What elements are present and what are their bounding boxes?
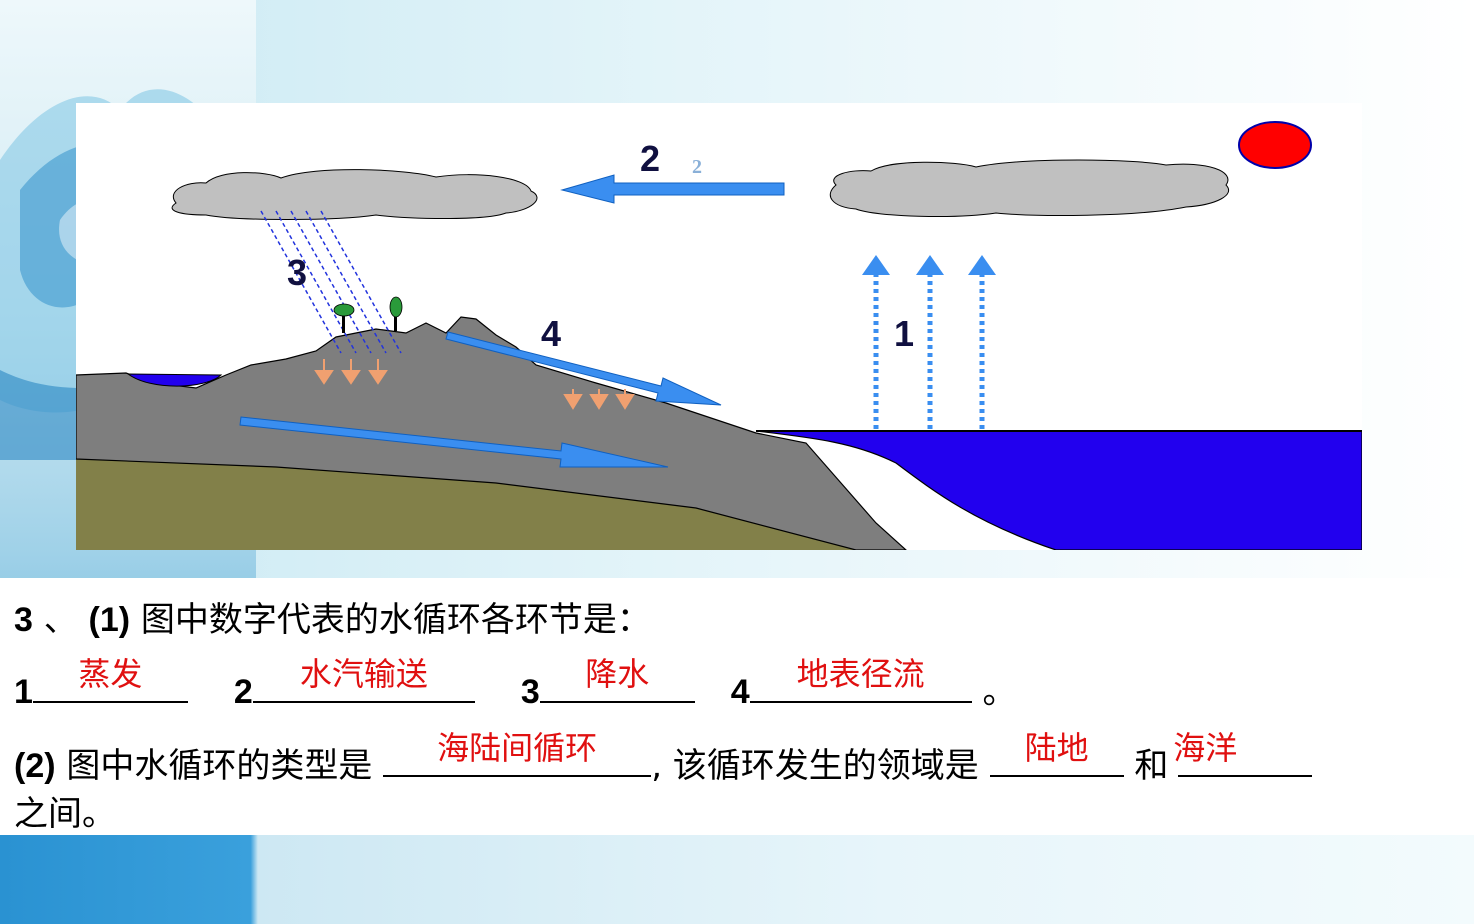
tree-icon <box>389 296 403 331</box>
end-mark: 。 <box>971 672 1017 712</box>
blank-3-number: 3 <box>520 673 540 711</box>
answer-cycle-type: 海陆间循环 <box>437 729 598 767</box>
label-4: 4 <box>541 313 561 354</box>
question-panel: 3 、 (1) 图中数字代表的水循环各环节是： 1 蒸发 2 水汽输送 3 降水 4 地表径流… <box>0 578 1474 835</box>
part-1-label: (1) <box>88 601 131 639</box>
blank-2-number: 2 <box>233 673 253 711</box>
blank-1-number: 1 <box>14 673 33 711</box>
question-line-1: 3 、 (1) 图中数字代表的水循环各环节是： <box>14 592 651 641</box>
blank-domain-ocean: 海洋 <box>1173 729 1313 777</box>
question-line-3: (2) 图中水循环的类型是 海陆间循环 , 该循环发生的领域是 陆地 和海洋 <box>14 729 1313 787</box>
label-3: 3 <box>287 252 307 293</box>
surface-runoff-arrow <box>445 331 722 406</box>
ocean <box>755 430 1362 550</box>
bedrock-layer <box>76 459 856 550</box>
background-bottom-band <box>0 835 1474 924</box>
water-cycle-diagram: 2 2 3 4 1 <box>76 103 1362 550</box>
inland-lake <box>126 373 223 387</box>
label-2: 2 <box>640 138 660 179</box>
tree-icon <box>333 303 355 333</box>
evaporation-arrows <box>862 255 996 429</box>
land-mass <box>76 316 907 550</box>
part-2-prompt-c: 和 <box>1123 746 1169 786</box>
question-number: 3 <box>14 601 33 639</box>
answer-land: 陆地 <box>1024 729 1089 767</box>
blank-4: 地表径流 <box>749 655 972 703</box>
blank-3: 降水 <box>539 655 695 703</box>
part-2-prompt-b: , 该循环发生的领域是 <box>651 746 990 786</box>
sun <box>1238 121 1312 169</box>
question-separator: 、 <box>32 600 89 640</box>
water-cycle-svg: 2 2 3 4 1 <box>76 121 1362 550</box>
blank-1: 蒸发 <box>32 655 188 703</box>
blank-4-number: 4 <box>730 673 750 711</box>
cloud-left <box>171 169 538 220</box>
answer-1: 蒸发 <box>78 655 143 693</box>
answer-ocean: 海洋 <box>1173 729 1238 767</box>
question-line-4: 之间。 <box>14 786 116 835</box>
answer-2: 水汽输送 <box>299 655 428 693</box>
part-2-prompt-a: 图中水循环的类型是 <box>55 746 384 786</box>
infiltration-arrows-right <box>563 389 635 410</box>
infiltration-arrows-left <box>314 359 388 385</box>
vapor-transport-arrow <box>560 174 785 204</box>
part-2-label: (2) <box>14 747 56 785</box>
answer-4: 地表径流 <box>796 655 925 693</box>
label-2-small: 2 <box>692 156 702 178</box>
blank-domain-land: 陆地 <box>989 729 1124 777</box>
cloud-right <box>829 159 1229 217</box>
part-2-prompt-end: 之间。 <box>14 794 116 834</box>
part-1-prompt: 图中数字代表的水循环各环节是： <box>130 600 651 640</box>
blank-cycle-type: 海陆间循环 <box>383 729 652 777</box>
blank-2: 水汽输送 <box>252 655 475 703</box>
label-1: 1 <box>894 313 914 354</box>
groundwater-runoff-arrow <box>239 416 669 468</box>
answer-3: 降水 <box>585 655 650 693</box>
question-line-2: 1 蒸发 2 水汽输送 3 降水 4 地表径流 。 <box>14 655 1017 713</box>
